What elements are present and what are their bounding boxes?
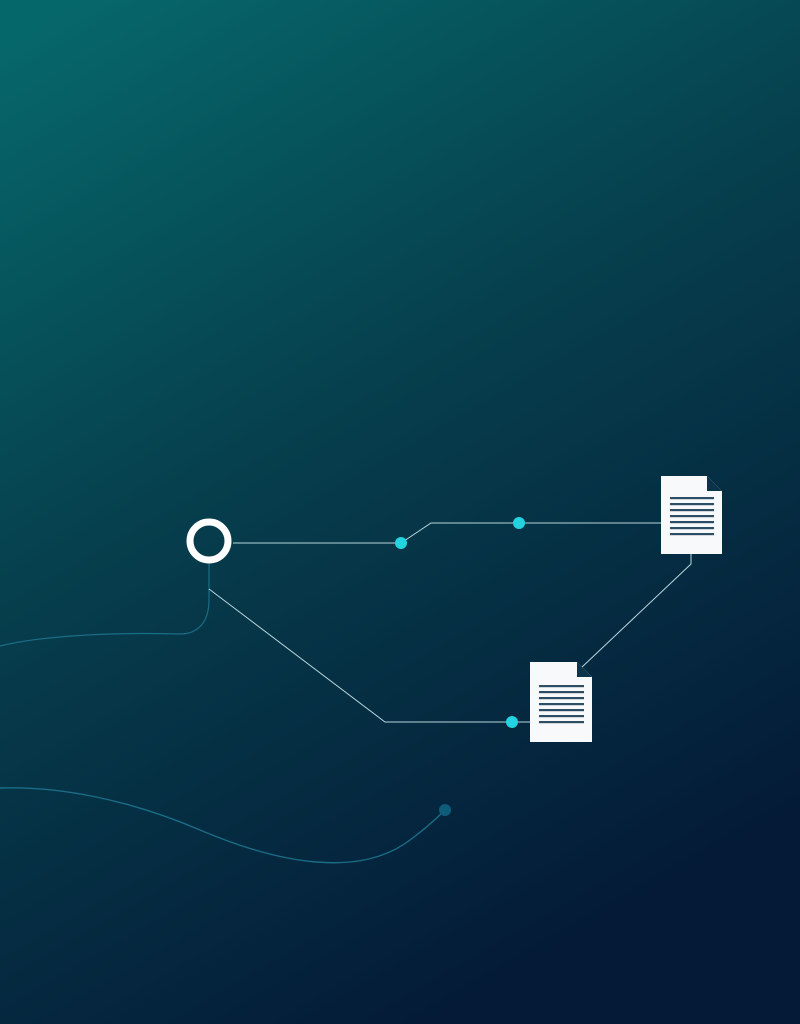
connector-hub-to-bottom [208,588,530,723]
connector-dot-1 [395,537,407,549]
connector-top-to-bottom [580,554,692,669]
ring-node-icon [186,518,232,564]
document-icon-bottom [530,662,592,742]
background-curve-upper [0,562,210,647]
connector-hub-to-top [233,522,661,544]
faint-node-dot [439,804,451,816]
connector-dot-3 [506,716,518,728]
document-icon-top [661,476,722,554]
connector-dot-2 [513,517,525,529]
background-curve-lower [0,787,446,864]
